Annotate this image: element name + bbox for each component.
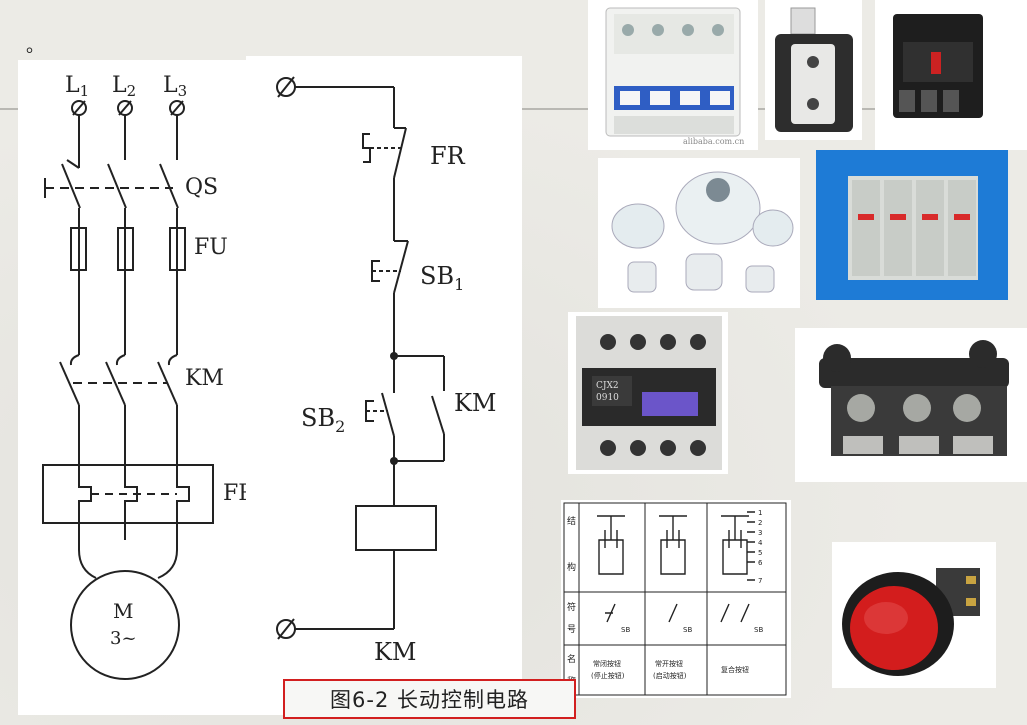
part-number: 5 (758, 549, 762, 557)
row-header-1: 结 (567, 515, 576, 527)
sb1-label: SB1 (420, 262, 464, 294)
phase-label-l3: L3 (163, 73, 187, 100)
photo-moulded-breaker (875, 0, 1027, 150)
symbol-label: SB (621, 626, 630, 634)
row-header-4: 号 (567, 624, 576, 635)
motor-sub-label: 3~ (110, 628, 137, 649)
name-compound-button: 复合按钮 (721, 665, 749, 674)
control-circuit-diagram: FR SB1 SB2 KM KM (246, 56, 522, 715)
fr-contact-label: FR (430, 142, 466, 170)
phase-terminals (71, 100, 185, 116)
photo-fuses (598, 158, 800, 308)
part-number: 4 (758, 539, 763, 547)
photo-surge-protector (816, 150, 1008, 300)
row-header-2: 构 (567, 561, 576, 573)
part-number: 3 (758, 529, 762, 537)
pushbutton-structure-table: 结 构 符 号 名 称 1 2 3 4 5 6 7 SB SB SB 常闭按钮 … (561, 500, 791, 698)
photo-circuit-breaker: alibaba.com.cn (588, 0, 758, 150)
part-number: 1 (758, 509, 762, 517)
photo-thermal-relay (795, 328, 1027, 482)
row-header-5: 名 (567, 653, 576, 665)
part-number: 2 (758, 519, 762, 527)
contactor-model-label: CJX2 (596, 381, 619, 391)
alibaba-watermark: alibaba.com.cn (683, 137, 744, 146)
km-coil-label: KM (374, 638, 417, 666)
photo-red-pushbutton (832, 542, 996, 688)
name-nc-button: 常闭按钮 (593, 659, 621, 668)
sb2-label: SB2 (301, 404, 345, 436)
bullet-mark: 。 (26, 36, 44, 57)
phase-label-l2: L2 (112, 73, 136, 100)
phase-label-l1: L1 (65, 73, 89, 100)
km-aux-contact-label: KM (454, 389, 497, 417)
photo-contactor: CJX2 0910 (568, 312, 728, 474)
photo-rotary-switch (765, 0, 862, 140)
row-header-3: 符 (567, 601, 576, 613)
fu-label: FU (194, 235, 228, 260)
part-number: 7 (758, 577, 762, 585)
part-number: 6 (758, 559, 763, 567)
symbol-label: SB (683, 626, 692, 634)
name-nc-note: (停止按钮) (591, 671, 625, 680)
name-no-button: 常开按钮 (655, 659, 683, 668)
qs-label: QS (185, 175, 218, 200)
fr-main-label: FR (223, 481, 246, 506)
figure-caption: 图6-2 长动控制电路 (283, 679, 576, 719)
main-circuit-diagram: L1 L2 L3 QS FU KM FR M 3~ (18, 60, 246, 715)
contactor-rating-label: 0910 (596, 393, 619, 403)
name-no-note: (启动按钮) (653, 671, 687, 680)
symbol-label: SB (754, 626, 763, 634)
km-main-label: KM (185, 366, 224, 391)
motor-label: M (113, 599, 133, 623)
